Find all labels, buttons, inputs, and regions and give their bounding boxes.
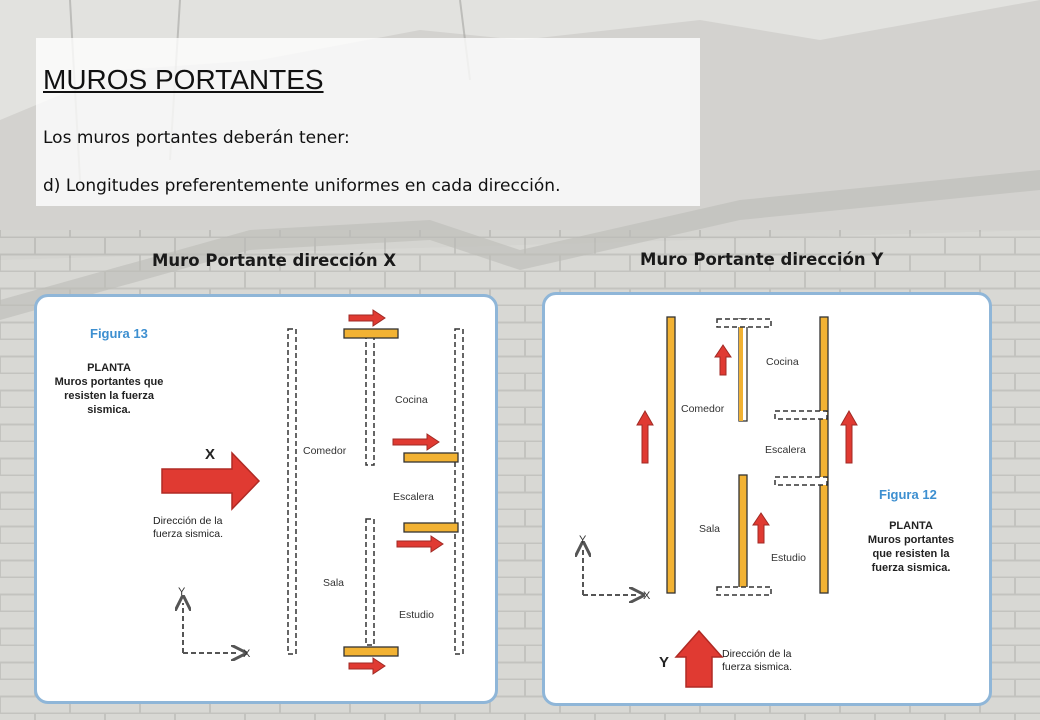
figure-y-plan: Cocina Comedor Escalera Sala Estudio Fig… (545, 316, 954, 688)
figure-y-force-desc-2: fuerza sismica. (722, 661, 792, 673)
wall-dashed-1 (716, 318, 772, 328)
figure-y-heading: PLANTA (889, 520, 933, 532)
room-escalera-y: Escalera (765, 444, 806, 456)
figure-x-desc-line-1: Muros portantes que (55, 376, 164, 388)
force-arrow-y-small-2 (636, 409, 654, 464)
figure-x-label: Figura 13 (90, 326, 148, 341)
figure-x-plan: Figura 13 PLANTA Muros portantes que res… (55, 309, 464, 675)
figure-y-desc-line-2: que resisten la (872, 548, 950, 560)
force-arrow-small-3 (396, 535, 444, 553)
wall-dashed-2 (774, 410, 828, 420)
room-comedor-y: Comedor (681, 403, 725, 415)
wall-dashed-4 (716, 586, 772, 596)
caption-direction-y: Muro Portante dirección Y (640, 250, 884, 269)
room-cocina-y: Cocina (766, 356, 799, 368)
force-arrow-small-1 (348, 309, 386, 327)
wall-dashed-mid-bottom (365, 518, 375, 646)
bearing-wall-y-1 (666, 316, 676, 594)
bearing-wall-x-4 (343, 646, 399, 657)
slide-intro-text: Los muros portantes deberán tener: (43, 128, 350, 148)
room-estudio-y: Estudio (771, 552, 806, 564)
figure-y-label: Figura 12 (879, 487, 937, 502)
figure-x-force-desc-1: Dirección de la (153, 515, 223, 527)
slide-point-d: d) Longitudes preferentemente uniformes … (43, 176, 561, 196)
figure-y-force-letter: Y (659, 654, 669, 671)
force-arrow-y-small-4 (752, 512, 770, 544)
slide-title: MUROS PORTANTES (43, 64, 324, 95)
axis-x-label: X (243, 648, 251, 660)
figure-x-desc-line-3: sismica. (87, 404, 130, 416)
seismic-force-arrow-x (161, 451, 261, 511)
figure-x-force-desc-2: fuerza sismica. (153, 528, 223, 540)
wall-dashed-3 (774, 476, 828, 486)
wall-dashed-right (454, 328, 464, 655)
force-arrow-small-4 (348, 657, 386, 675)
force-arrow-y-small-3 (840, 409, 858, 464)
room-sala: Sala (323, 577, 344, 589)
figure-x-heading: PLANTA (87, 362, 131, 374)
figure-x-desc-line-2: resisten la fuerza (64, 390, 155, 402)
figure-x-force-letter: X (205, 446, 215, 463)
bearing-wall-x-1 (343, 328, 399, 339)
axis-x-label-fig12: X (643, 590, 651, 602)
caption-direction-x: Muro Portante dirección X (152, 251, 397, 270)
force-arrow-y-small-1 (714, 344, 732, 376)
bearing-wall-x-3 (403, 522, 459, 533)
room-escalera: Escalera (393, 491, 434, 503)
force-arrow-small-2 (392, 433, 440, 451)
bearing-wall-y-3 (738, 474, 748, 592)
figure-y-force-desc-1: Dirección de la (722, 648, 792, 660)
room-comedor: Comedor (303, 445, 347, 457)
room-sala-y: Sala (699, 523, 720, 535)
axis-y-label-fig12: Y (579, 534, 587, 546)
figure-y-desc-line-3: fuerza sismica. (872, 562, 951, 574)
wall-dashed-left (287, 328, 297, 655)
figure-y-panel: Cocina Comedor Escalera Sala Estudio Fig… (542, 292, 992, 706)
seismic-force-arrow-y (674, 629, 724, 688)
room-estudio: Estudio (399, 609, 434, 621)
wall-dashed-mid-top (365, 334, 375, 466)
axis-y-label: Y (178, 586, 186, 598)
slide-text-box (36, 38, 700, 206)
wall-white-y-fill (739, 319, 743, 421)
bearing-wall-x-2 (403, 452, 459, 463)
figure-y-desc-line-1: Muros portantes (868, 534, 954, 546)
room-cocina: Cocina (395, 394, 428, 406)
figure-x-panel: Figura 13 PLANTA Muros portantes que res… (34, 294, 498, 704)
bearing-wall-y-2 (819, 316, 829, 594)
